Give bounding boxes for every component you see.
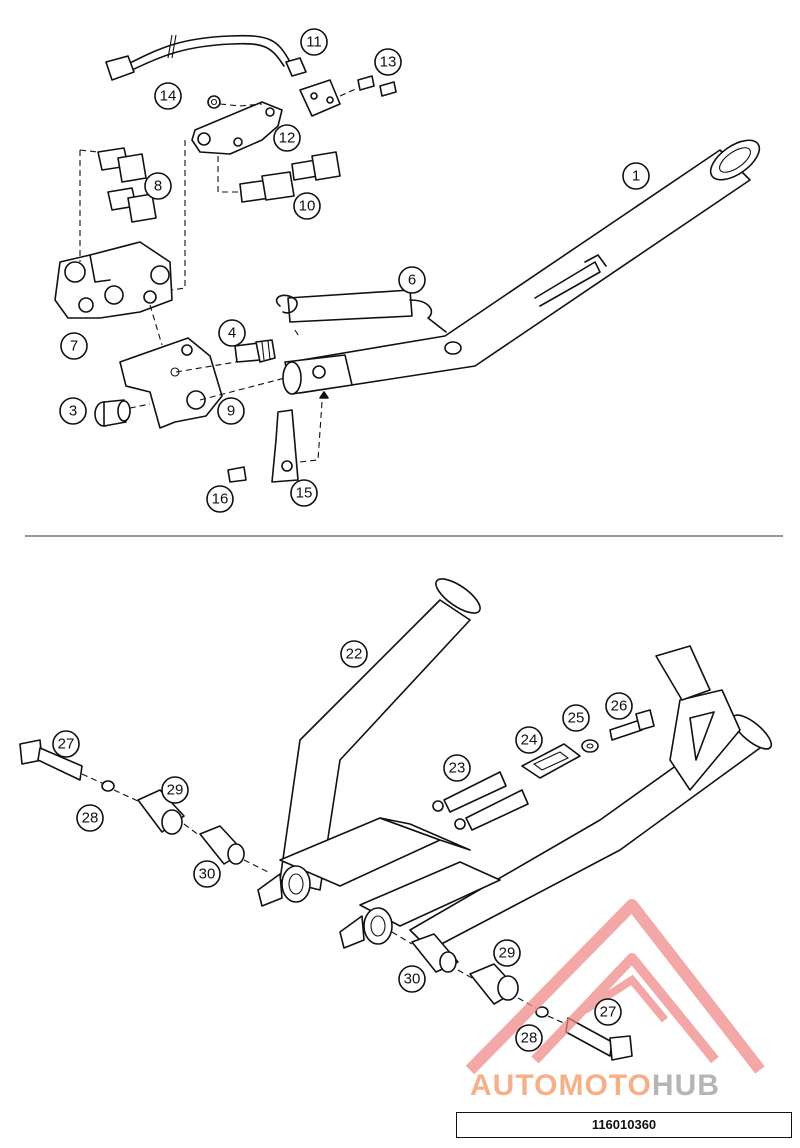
svg-text:28: 28	[82, 810, 99, 827]
svg-text:16: 16	[212, 491, 229, 508]
callout-14: 14	[154, 82, 182, 110]
diagram-part-number: 116010360	[456, 1112, 792, 1138]
svg-text:30: 30	[199, 866, 216, 883]
callout-26: 26	[605, 692, 633, 720]
callout-1: 1	[622, 162, 650, 190]
callout-6: 6	[398, 266, 426, 294]
svg-text:7: 7	[70, 338, 78, 355]
callout-24: 24	[515, 726, 543, 754]
left-pivot-hardware	[19, 739, 269, 873]
screw-16	[227, 466, 247, 483]
svg-text:12: 12	[279, 130, 296, 147]
callout-27-right: 27	[594, 998, 622, 1026]
callout-15: 15	[290, 479, 318, 507]
svg-text:4: 4	[228, 325, 236, 342]
nut-14	[207, 95, 263, 109]
callout-30-left: 30	[193, 860, 221, 888]
callout-16: 16	[206, 485, 234, 513]
svg-text:26: 26	[611, 698, 628, 715]
svg-text:14: 14	[160, 88, 177, 105]
spring	[275, 289, 447, 339]
screws-13	[339, 75, 397, 97]
callout-29-left: 29	[161, 776, 189, 804]
callout-28-left: 28	[76, 804, 104, 832]
washer-25	[581, 739, 599, 753]
bushing	[94, 399, 131, 427]
side-stand-switch	[105, 34, 341, 117]
callout-9: 9	[217, 397, 245, 425]
pivot-plate	[119, 337, 286, 429]
callout-12: 12	[273, 124, 301, 152]
bolts-10	[217, 146, 341, 203]
callout-7: 7	[60, 332, 88, 360]
callout-23: 23	[443, 754, 471, 782]
svg-text:25: 25	[568, 710, 585, 727]
switch-plate	[171, 101, 283, 291]
center-stand-springs	[432, 771, 529, 831]
callout-8: 8	[144, 172, 172, 200]
svg-text:27: 27	[58, 736, 75, 753]
watermark-logo	[465, 899, 765, 1075]
watermark-text: AUTOMOTOHUB	[470, 1069, 720, 1102]
svg-text:3: 3	[69, 403, 77, 420]
svg-text:24: 24	[521, 732, 538, 749]
svg-text:10: 10	[299, 198, 316, 215]
svg-text:27: 27	[600, 1004, 617, 1021]
mounting-bracket	[54, 241, 173, 346]
callout-22: 22	[340, 640, 368, 668]
svg-text:29: 29	[499, 945, 516, 962]
callout-25: 25	[562, 704, 590, 732]
svg-text:15: 15	[296, 485, 313, 502]
callout-27-left: 27	[52, 730, 80, 758]
svg-text:23: 23	[449, 760, 466, 777]
side-stand-assembly	[54, 34, 761, 483]
svg-text:9: 9	[227, 403, 235, 420]
callout-29-right: 29	[493, 939, 521, 967]
bolt-26	[609, 709, 655, 741]
svg-text:22: 22	[346, 646, 363, 663]
svg-text:1: 1	[632, 168, 640, 185]
svg-text:29: 29	[167, 782, 184, 799]
callout-28-right: 28	[515, 1024, 543, 1052]
bolts-8	[79, 147, 157, 262]
svg-text:6: 6	[408, 272, 416, 289]
svg-text:8: 8	[154, 178, 162, 195]
switch-bracket	[271, 409, 299, 483]
callout-11: 11	[300, 28, 328, 56]
callout-13: 13	[374, 48, 402, 76]
side-stand-leg	[282, 139, 761, 464]
center-stand-assembly	[19, 578, 773, 1061]
svg-text:11: 11	[306, 34, 322, 51]
svg-text:28: 28	[521, 1030, 538, 1047]
callout-30-right: 30	[398, 965, 426, 993]
center-stand-frame	[257, 578, 773, 951]
svg-text:13: 13	[380, 54, 397, 71]
callout-4: 4	[218, 319, 246, 347]
svg-text:30: 30	[404, 971, 421, 988]
spring-plate	[521, 743, 581, 779]
callout-3: 3	[59, 397, 87, 425]
pivot-bolt	[234, 339, 276, 363]
callout-10: 10	[293, 192, 321, 220]
